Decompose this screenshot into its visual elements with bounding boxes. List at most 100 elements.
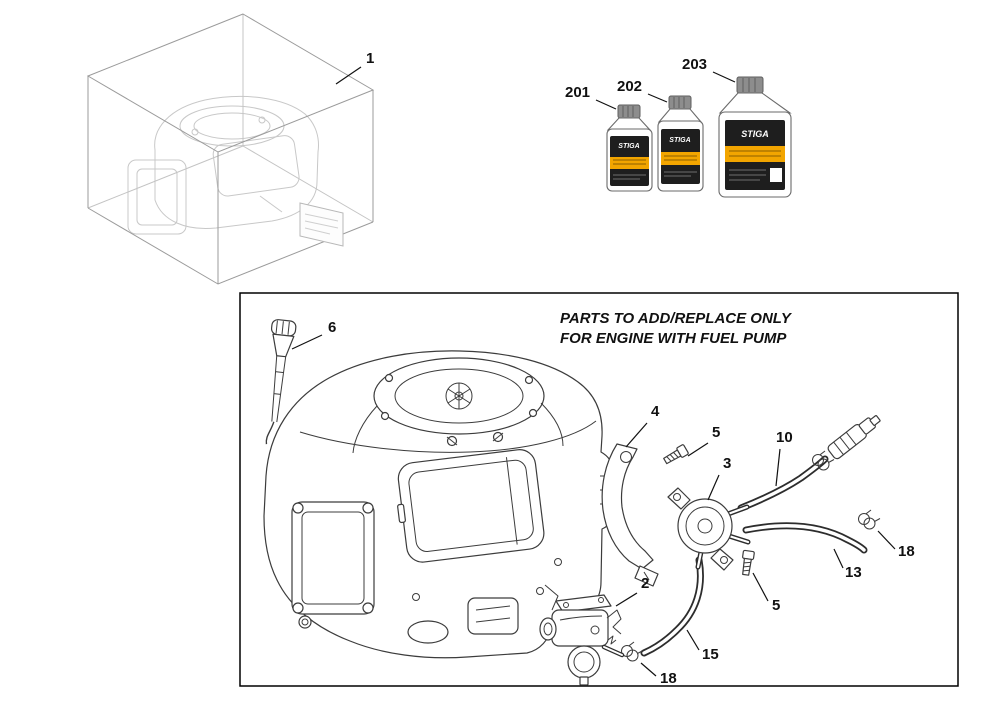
hose-upper-drawing [737,455,829,512]
carb-throttle-linkage [606,609,622,635]
hose-upper-inner [739,457,827,510]
ghost-air-filter [212,135,300,197]
engine-drain-bolt [298,615,312,629]
callout-15-label: 15 [702,646,719,663]
ghost-pipe [259,195,283,213]
callout-6-label: 6 [328,319,336,336]
engine-rim-bolt [524,375,534,385]
engine-flange-bolt [362,502,374,514]
fuel-valve-drawing [827,415,881,460]
carb-body-line [559,615,603,621]
carb-spring [607,635,617,645]
callout-3-leader [707,474,720,501]
bottle-large-shoulder [718,92,792,114]
bottle-large-fineprint [729,169,766,181]
engine-drawing [263,350,614,659]
dipstick-drawing [265,319,297,445]
engine-wing-bolt-slot [446,436,458,446]
ghost-bolt [258,116,266,124]
dipstick-tube [271,355,287,423]
callout-18-right: 18 [877,530,915,560]
engine-sump-boss [407,620,449,644]
callout-201-leader [595,99,617,110]
pump-ear-bottom-hole [720,556,728,564]
carb-idle-screw [590,625,600,635]
callout-202-label: 202 [617,78,642,95]
callout-18-right-label: 18 [898,543,915,560]
bracket-body [601,443,654,570]
callout-6-leader [291,334,323,350]
box-label-lines [304,213,339,235]
carb-inlet-horn [539,617,557,641]
bracket-drawing [601,443,659,587]
oil-bottle-large: STIGA [718,76,792,198]
engine-rim-bolt [380,411,390,421]
callout-3-label: 3 [723,455,731,472]
engine-rim-bolt [528,408,538,418]
callout-3: 3 [707,455,731,501]
engine-governor-arm [544,584,559,611]
callout-203-leader [712,71,736,83]
callout-15: 15 [686,629,719,663]
hose-lower-inner [642,558,703,655]
bracket-hole [620,451,632,463]
callout-18-lower: 18 [640,662,677,687]
bottle-brand-text: STIGA [618,143,639,150]
panel-note-line1: PARTS TO ADD/REPLACE ONLY [560,310,793,327]
engine-wing-bolt-slot [492,432,504,442]
engine-bolt [412,593,420,601]
engine-flange-bolt [292,602,304,614]
callout-5-lower: 5 [752,572,780,614]
engine-starter-spokes [447,383,471,409]
fuel-pump-panel: PARTS TO ADD/REPLACE ONLY FOR ENGINE WIT… [239,292,959,687]
bottle-medium-band-text-lines [664,155,697,161]
bottle-large-cap-ribs [742,78,756,92]
bottle-large-barcode-patch [770,168,782,182]
bottle-medium-shoulder [657,108,703,123]
bottle-medium-cap [668,95,692,110]
bottle-large-band-text-lines [729,150,781,157]
hose-right-inner [744,524,866,552]
bottle-small-band [610,157,649,169]
box-hidden-edges [87,14,374,223]
callout-5-upper: 5 [687,424,720,457]
callout-5-upper-leader [687,442,709,457]
callout-18-lower-label: 18 [660,670,677,687]
oil-bottle-medium: STIGA [657,95,704,192]
callout-2: 2 [615,575,649,607]
callout-5-lower-leader [752,572,769,602]
ghost-engine-body [154,95,319,230]
engine-bolt [554,558,562,566]
callout-5-upper-label: 5 [712,424,720,441]
carb-bowl-bolt [579,676,589,686]
engine-shroud-seam [299,420,597,453]
callout-1-leader [335,66,362,85]
carb-inlet-bore [543,622,553,636]
pump-ear-top-hole [673,493,681,501]
engine-mount-flange [291,501,375,615]
callout-203: 203 [682,56,736,83]
callout-2-leader [615,592,638,607]
callout-4-leader [625,422,648,448]
callout-4: 4 [625,403,660,448]
engine-bolt [536,587,544,595]
engine-air-filter [397,449,545,563]
callout-10: 10 [775,429,793,487]
ghost-engine-drawing [127,95,319,235]
carb-body [551,609,609,647]
engine-breather-lines [475,605,511,623]
bracket-slot [643,571,650,581]
callout-202: 202 [617,78,668,103]
callout-13-leader [833,548,844,569]
bottle-small-cap-ribs [622,106,634,117]
callout-203-label: 203 [682,56,707,73]
callout-10-leader [775,448,781,487]
callout-2-label: 2 [641,575,649,592]
ghost-bolt [191,128,199,136]
carburetor-drawing [539,594,625,686]
engine-flange-bolt [362,602,374,614]
callout-15-leader [686,629,700,651]
dipstick-grip-ribs [275,320,290,335]
